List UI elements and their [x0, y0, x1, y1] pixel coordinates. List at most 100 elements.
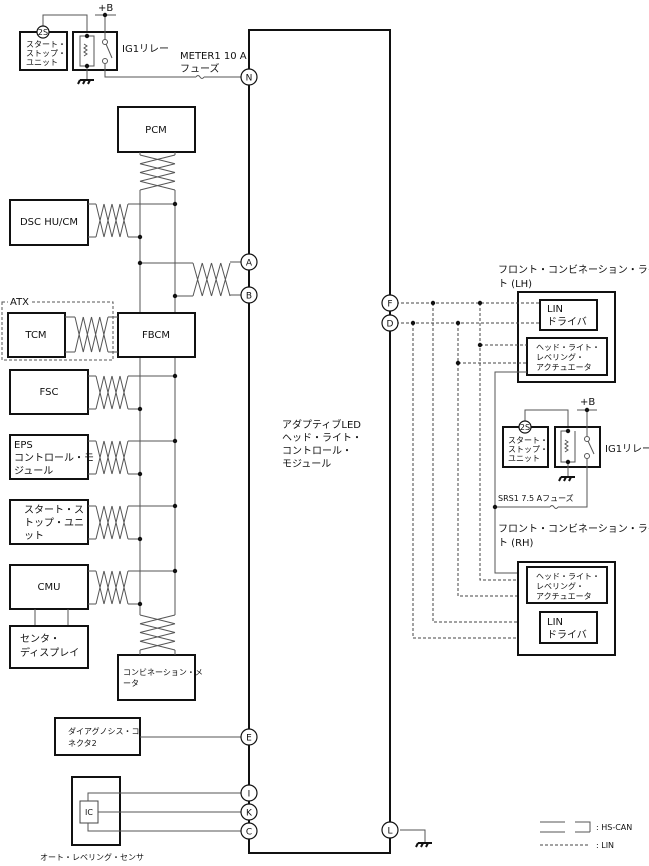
label: FSC: [40, 387, 59, 398]
label: IC: [85, 808, 93, 817]
ground-icon: [415, 842, 432, 848]
label: EPS: [14, 440, 33, 451]
cmu-box: [9, 564, 89, 610]
label: ストップ・: [508, 445, 548, 454]
label: ト (RH): [498, 538, 534, 549]
ig1-relay-circuit-top: スタート・ ストップ・ ユニット 2S +B IG1リレー METER1 10 …: [19, 3, 247, 85]
label: +B: [580, 397, 595, 408]
junction: [137, 406, 143, 412]
2s-symbol: [518, 420, 532, 434]
twisted-pair: [139, 154, 176, 191]
pin-c: [240, 822, 258, 840]
junction: [137, 601, 143, 607]
twisted-pair: [95, 203, 129, 238]
pcm-box: [117, 106, 196, 153]
label: センタ・: [20, 633, 60, 645]
label: 2S: [38, 28, 48, 37]
pin-k: [240, 803, 258, 821]
fsc-box: [9, 369, 89, 415]
ground-icon: [77, 79, 94, 85]
label: ATX: [10, 297, 29, 308]
label: フロント・コンビネーション・ライ: [498, 523, 649, 535]
label: IG1リレー: [605, 444, 649, 455]
label: LIN: [547, 617, 563, 628]
front-combination-lights: フロント・コンビネーション・ライ ト (LH) LIN ドライバ ヘッド・ライト…: [396, 264, 649, 656]
atx-group: [1, 301, 114, 361]
pin-f: [381, 294, 399, 312]
label: ネクタ2: [68, 739, 97, 748]
junction: [172, 568, 178, 574]
junction: [172, 438, 178, 444]
label: ユニット: [26, 58, 58, 67]
legend-hs-can: : HS-CAN: [596, 823, 632, 832]
leveling-actuator-lh: [526, 337, 608, 376]
label: 2S: [520, 423, 530, 432]
pin-label: E: [246, 734, 252, 744]
twisted-pair: [139, 614, 176, 651]
label: フロント・コンビネーション・ライ: [498, 264, 649, 276]
junction: [172, 201, 178, 207]
pin-a: [240, 253, 258, 271]
pin-label: C: [246, 828, 252, 838]
leveling-actuator-rh: [526, 566, 608, 604]
label: ドライバ: [547, 629, 587, 641]
eps-control-module-box: [9, 434, 89, 480]
label: ータ: [123, 679, 139, 688]
center-display-box: [9, 625, 89, 669]
pin-l: [381, 821, 399, 839]
label: ダイアグノシス・コ: [68, 726, 139, 736]
hs-can-network: PCM DSC HU/CM ATX TCM FBCM FSC EPS コントロー…: [1, 106, 243, 701]
label: オート・レベリング・センサ: [40, 852, 144, 862]
label: ヘッド・ライト・: [536, 343, 600, 352]
pin-d: [381, 314, 399, 332]
label: アクチュエータ: [536, 363, 592, 372]
label: +B: [98, 3, 113, 14]
pin-label: D: [387, 320, 394, 330]
pin-label: K: [246, 809, 253, 819]
label: スタート・: [26, 40, 66, 49]
main-module-label: ヘッド・ライト・: [282, 432, 362, 444]
twisted-pair: [74, 316, 109, 353]
label: ユニット: [508, 454, 540, 463]
junction: [137, 234, 143, 240]
tcm-box: [7, 312, 66, 358]
label: SRS1 7.5 Aフューズ: [498, 493, 574, 503]
ig1-relay-box-right: [554, 426, 601, 468]
label: ドライバ: [547, 316, 587, 328]
label: スタート・: [508, 436, 548, 445]
lin-driver-lh: [539, 299, 598, 331]
start-stop-unit-module-box: [9, 499, 89, 545]
fuse-icon: [195, 75, 205, 79]
lin-driver-rh: [539, 611, 598, 644]
label: METER1 10 A: [180, 51, 247, 62]
legend-hs-can-symbol: [540, 821, 591, 833]
label: ト (LH): [498, 279, 532, 290]
fuse-icon: [549, 505, 559, 509]
twisted-pair: [95, 570, 129, 605]
main-module-label: モジュール: [282, 459, 331, 470]
label: コンビネーション・メ: [123, 668, 203, 677]
junction: [137, 536, 143, 542]
junction: [172, 373, 178, 379]
junction: [137, 471, 143, 477]
legend-lin: : LIN: [596, 841, 614, 850]
dsc-hu-cm-box: [9, 199, 89, 246]
pin-b: [240, 286, 258, 304]
label: レベリング・: [536, 581, 584, 591]
legend: : HS-CAN : LIN: [540, 821, 632, 850]
label: LIN: [547, 304, 563, 315]
pin-label: L: [387, 827, 392, 837]
label: ストップ・: [26, 49, 66, 58]
label: レベリング・: [536, 352, 584, 362]
pcm-label: PCM: [145, 125, 167, 136]
label: IG1リレー: [122, 44, 169, 55]
label: CMU: [38, 582, 61, 593]
junction: [172, 503, 178, 509]
twisted-pair: [95, 375, 129, 410]
pin-label: F: [387, 300, 392, 310]
adaptive-led-headlight-control-module: アダプティブLED ヘッド・ライト・ コントロール・ モジュール: [248, 29, 391, 854]
twisted-pair: [95, 440, 129, 475]
label: ディスプレイ: [20, 646, 79, 659]
label: スタート・ス: [24, 504, 84, 516]
